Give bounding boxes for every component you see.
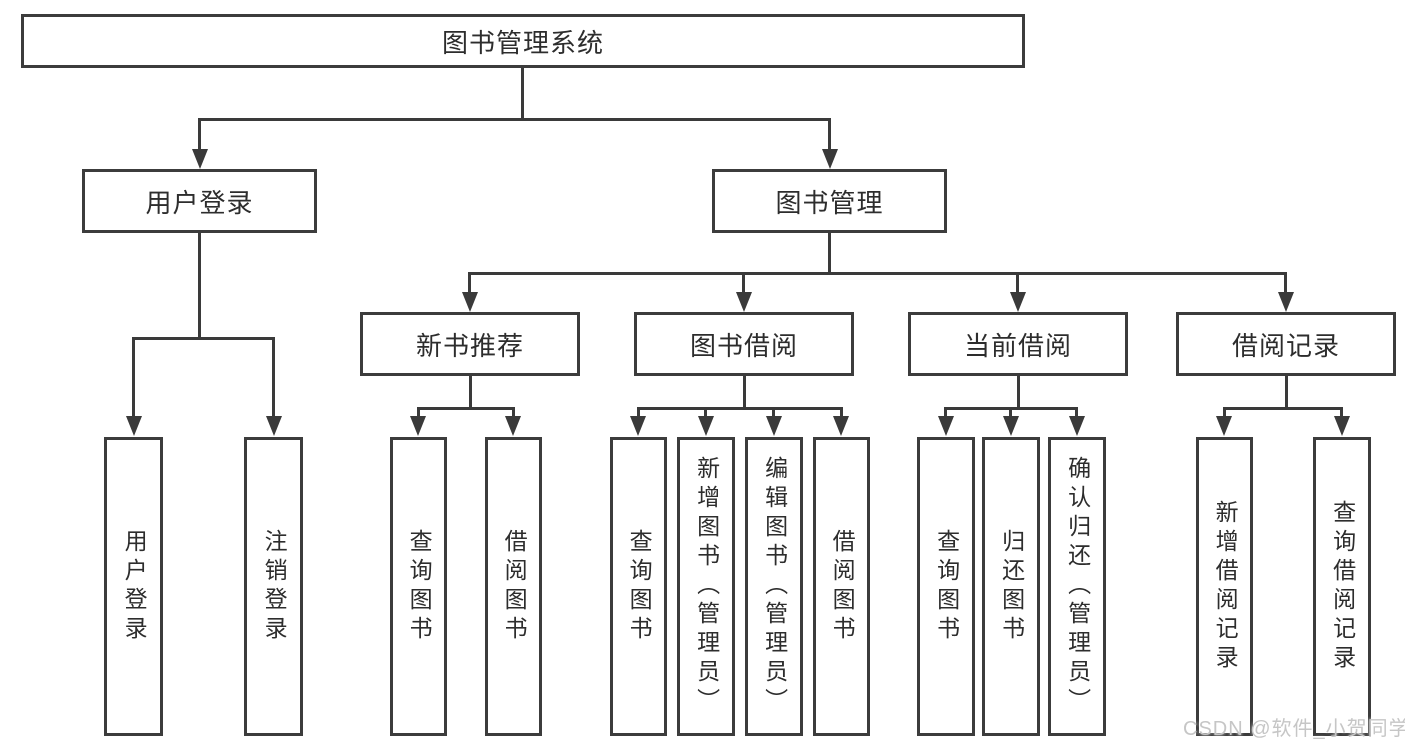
leaf-add-borrow-record: 新增借阅记录 bbox=[1196, 437, 1253, 736]
leaf-borrow-books-recommend: 借阅图书 bbox=[485, 437, 542, 736]
node-user-login: 用户登录 bbox=[82, 169, 317, 233]
leaf-query-books-recommend: 查询图书 bbox=[390, 437, 447, 736]
node-new-book-recommend: 新书推荐 bbox=[360, 312, 580, 376]
node-current-borrowing: 当前借阅 bbox=[908, 312, 1128, 376]
leaf-add-books-admin: 新增图书（管理员） bbox=[677, 437, 735, 736]
leaf-logout: 注销登录 bbox=[244, 437, 303, 736]
arrow-down-icon bbox=[1278, 292, 1294, 312]
connector-current-stem bbox=[1017, 376, 1020, 407]
connector-leaf-shaft bbox=[417, 407, 420, 417]
connector-book-mgmt-rail bbox=[469, 272, 1287, 275]
arrow-down-icon bbox=[833, 416, 849, 436]
leaf-borrow-books: 借阅图书 bbox=[813, 437, 870, 736]
arrow-down-icon bbox=[822, 149, 838, 169]
node-library-management-system: 图书管理系统 bbox=[21, 14, 1025, 68]
arrow-down-icon bbox=[1003, 416, 1019, 436]
arrow-down-icon bbox=[736, 292, 752, 312]
arrow-down-icon bbox=[1216, 416, 1232, 436]
connector-leaf-shaft bbox=[1009, 407, 1012, 417]
arrow-down-icon bbox=[462, 292, 478, 312]
arrow-down-icon bbox=[410, 416, 426, 436]
connector-leaf-shaft bbox=[772, 407, 775, 417]
leaf-confirm-return-admin: 确认归还（管理员） bbox=[1048, 437, 1106, 736]
connector-leaf-shaft bbox=[512, 407, 515, 417]
arrow-down-icon bbox=[126, 416, 142, 436]
connector-leaf-shaft bbox=[1223, 407, 1226, 417]
arrow-down-icon bbox=[698, 416, 714, 436]
connector-l3-shaft bbox=[1016, 272, 1019, 293]
connector-leaf-shaft bbox=[637, 407, 640, 417]
leaf-return-books: 归还图书 bbox=[982, 437, 1040, 736]
connector-leaf-shaft bbox=[132, 337, 135, 416]
connector-user-login-rail bbox=[132, 337, 275, 340]
connector-l3-shaft bbox=[468, 272, 471, 293]
connector-user-login-stem bbox=[198, 233, 201, 337]
connector-leaf-shaft bbox=[1075, 407, 1078, 417]
arrow-down-icon bbox=[266, 416, 282, 436]
node-borrowing-records: 借阅记录 bbox=[1176, 312, 1396, 376]
leaf-query-borrow-record: 查询借阅记录 bbox=[1313, 437, 1371, 736]
connector-root-rail bbox=[198, 118, 831, 121]
leaf-edit-books-admin: 编辑图书（管理员） bbox=[745, 437, 803, 736]
connector-leaf-shaft bbox=[840, 407, 843, 417]
connector-new-rec-rail bbox=[417, 407, 514, 410]
connector-book-mgmt-stem bbox=[828, 233, 831, 272]
arrow-down-icon bbox=[766, 416, 782, 436]
leaf-user-login: 用户登录 bbox=[104, 437, 163, 736]
arrow-down-icon bbox=[938, 416, 954, 436]
connector-book-mgmt-shaft bbox=[828, 118, 831, 151]
arrow-down-icon bbox=[1334, 416, 1350, 436]
connector-user-login-shaft bbox=[198, 118, 201, 151]
connector-leaf-shaft bbox=[704, 407, 707, 417]
connector-l3-shaft bbox=[1284, 272, 1287, 293]
node-book-management: 图书管理 bbox=[712, 169, 947, 233]
arrow-down-icon bbox=[505, 416, 521, 436]
node-book-borrowing: 图书借阅 bbox=[634, 312, 854, 376]
connector-leaf-shaft bbox=[1340, 407, 1343, 417]
leaf-query-books-current: 查询图书 bbox=[917, 437, 975, 736]
connector-l3-shaft bbox=[742, 272, 745, 293]
connector-records-rail bbox=[1224, 407, 1343, 410]
arrow-down-icon bbox=[1010, 292, 1026, 312]
leaf-query-books-borrowing: 查询图书 bbox=[610, 437, 667, 736]
connector-leaf-shaft bbox=[272, 337, 275, 416]
csdn-watermark: CSDN @软件_小贺同学 bbox=[1183, 718, 1405, 740]
arrow-down-icon bbox=[192, 149, 208, 169]
connector-leaf-shaft bbox=[944, 407, 947, 417]
connector-root-stem bbox=[521, 68, 524, 118]
connector-new-rec-stem bbox=[469, 376, 472, 407]
arrow-down-icon bbox=[630, 416, 646, 436]
connector-records-stem bbox=[1285, 376, 1288, 407]
connector-borrow-rail bbox=[638, 407, 841, 410]
connector-borrow-stem bbox=[743, 376, 746, 407]
arrow-down-icon bbox=[1069, 416, 1085, 436]
